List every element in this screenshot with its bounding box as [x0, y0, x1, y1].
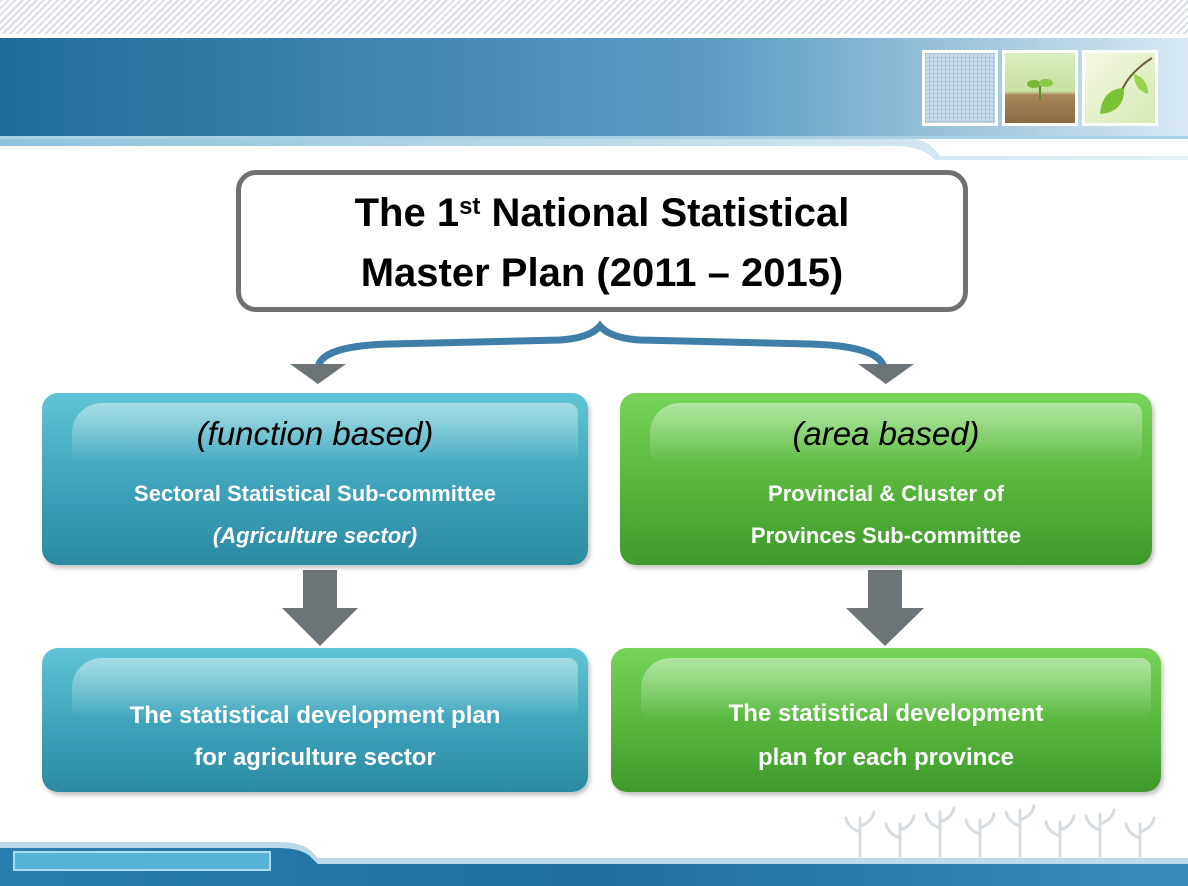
right-brace-arrow-head: [858, 364, 914, 384]
agriculture-plan-box: The statistical development plan for agr…: [42, 648, 588, 792]
province-plan-line-1: The statistical development: [728, 700, 1044, 727]
box-gloss: [72, 403, 578, 463]
leaf-thumbnail-icon: [1082, 50, 1158, 126]
master-plan-title-box: The 1st National Statistical Master Plan…: [236, 170, 968, 312]
curved-brace-connector: [314, 320, 888, 370]
footer-band: [0, 842, 1188, 886]
title-suffix: National Statistical: [480, 191, 850, 235]
function-based-box: (function based) Sectoral Statistical Su…: [42, 393, 588, 565]
title-line-2: Master Plan (2011 – 2015): [360, 251, 844, 295]
box-gloss: [650, 403, 1142, 463]
sectoral-subcommittee-label: Sectoral Statistical Sub-committee: [134, 481, 496, 506]
box-gloss: [72, 658, 578, 718]
area-based-heading: (area based): [792, 415, 980, 452]
provinces-subcommittee-label: Provinces Sub-committee: [750, 523, 1022, 548]
agriculture-plan-line-2: for agriculture sector: [194, 744, 436, 771]
agriculture-plan-line-1: The statistical development plan: [129, 702, 501, 729]
title-line-1: The 1st National Statistical: [241, 191, 963, 236]
title-prefix: The 1: [354, 191, 460, 235]
box-gloss: [641, 658, 1151, 718]
left-down-arrow: [282, 570, 358, 646]
sprouts-decoration-icon: [844, 804, 1156, 858]
province-plan-box: The statistical development plan for eac…: [611, 648, 1161, 792]
sprout-thumbnail-icon: [1002, 50, 1078, 126]
function-based-heading: (function based): [196, 415, 434, 452]
area-based-box: (area based) Provincial & Cluster of Pro…: [620, 393, 1152, 565]
provincial-cluster-label: Provincial & Cluster of: [768, 481, 1004, 506]
footer-accent-bar: [13, 851, 271, 871]
left-brace-arrow-head: [290, 364, 346, 384]
top-hatch-strip: [0, 0, 1188, 34]
title-superscript: st: [459, 193, 481, 220]
right-down-arrow: [846, 570, 924, 646]
province-plan-line-2: plan for each province: [757, 744, 1015, 771]
grid-thumbnail-icon: [922, 50, 998, 126]
agriculture-sector-label: (Agriculture sector): [212, 523, 418, 548]
